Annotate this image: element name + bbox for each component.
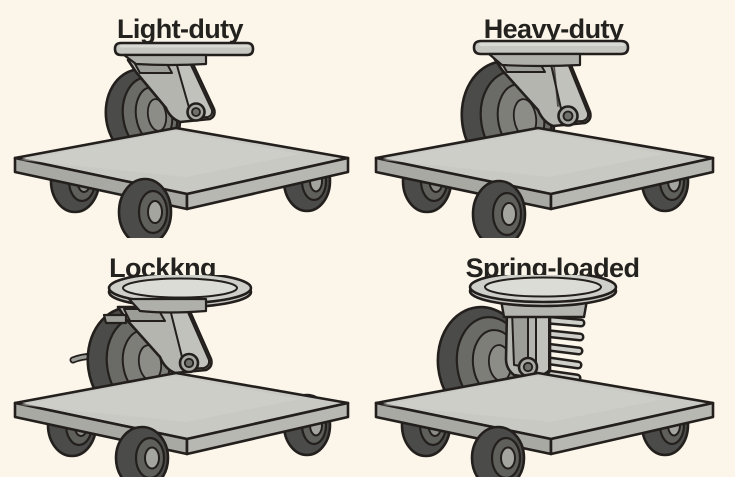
illustration-light-duty xyxy=(0,36,367,238)
caster-mount-plate-light-duty xyxy=(113,41,255,67)
caster-mount-plate-spring-loaded xyxy=(468,275,618,308)
deck-wheel-front xyxy=(470,425,526,477)
deck-wheel-front xyxy=(471,179,527,238)
panel-title-heavy-duty: Heavy-duty xyxy=(483,14,624,44)
caster-mount-plate-locking xyxy=(107,275,253,314)
deck-wheel-front xyxy=(117,177,173,238)
deck-wheel-front xyxy=(114,425,170,477)
caster-fork-light-duty xyxy=(126,58,216,124)
illustration-heavy-duty xyxy=(368,36,735,238)
panel-title-light-duty: Light-duty xyxy=(117,14,244,44)
panel-light-duty: Light-duty xyxy=(0,0,367,238)
caster-mount-plate-heavy-duty xyxy=(472,39,630,68)
caster-fork-locking xyxy=(102,305,213,375)
panel-heavy-duty: Heavy-duty xyxy=(368,0,735,238)
illustration-spring-loaded xyxy=(368,275,735,477)
panel-spring-loaded: Spring-loaded xyxy=(368,239,735,477)
illustration-locking xyxy=(0,275,367,477)
panel-locking: Lockkng xyxy=(0,239,367,477)
dolly-deck-light-duty xyxy=(13,126,350,211)
